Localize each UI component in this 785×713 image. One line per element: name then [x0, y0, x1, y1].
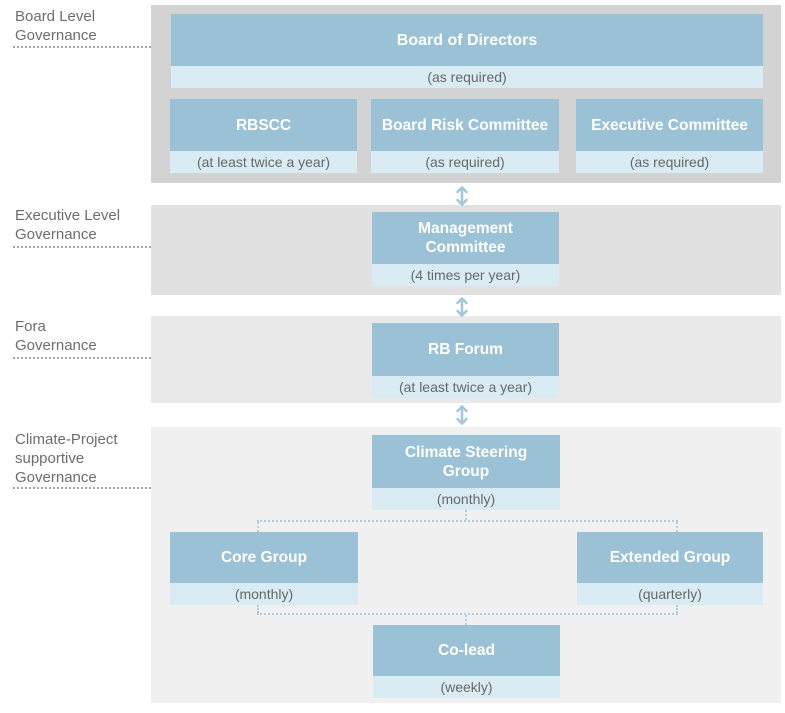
box-frequency: (as required) — [371, 151, 559, 173]
box-title: Executive Committee — [576, 99, 763, 151]
dotted-connector-stub — [465, 615, 467, 625]
box-frequency: (at least twice a year) — [170, 151, 357, 173]
box-frequency: (quarterly) — [577, 583, 763, 605]
box-title: Core Group — [170, 532, 358, 583]
side-label-fora: Fora Governance — [15, 318, 97, 354]
dotted-connector-stub — [465, 510, 467, 520]
box-title: Climate Steering Group — [372, 435, 560, 488]
bidirectional-arrow-icon — [453, 404, 471, 426]
box-board-risk-committee: Board Risk Committee (as required) — [371, 99, 559, 173]
box-frequency: (monthly) — [372, 488, 560, 510]
box-title: RBSCC — [170, 99, 357, 151]
box-co-lead: Co-lead (weekly) — [373, 625, 560, 698]
side-label-climate-project: Climate-Project supportive Governance — [15, 431, 118, 486]
bidirectional-arrow-icon — [453, 185, 471, 207]
bidirectional-arrow-icon — [453, 296, 471, 318]
dotted-connector-line — [257, 613, 678, 615]
label-underline — [13, 246, 151, 248]
box-title: RB Forum — [372, 323, 559, 376]
dotted-connector-line — [257, 520, 678, 522]
box-frequency: (weekly) — [373, 676, 560, 698]
box-extended-group: Extended Group (quarterly) — [577, 532, 763, 605]
box-core-group: Core Group (monthly) — [170, 532, 358, 605]
dotted-connector-stub — [676, 605, 678, 613]
label-underline — [13, 46, 151, 48]
label-underline — [13, 487, 151, 489]
box-rbscc: RBSCC (at least twice a year) — [170, 99, 357, 173]
box-frequency: (4 times per year) — [372, 264, 559, 286]
box-rb-forum: RB Forum (at least twice a year) — [372, 323, 559, 398]
box-frequency: (as required) — [171, 66, 763, 88]
box-frequency: (at least twice a year) — [372, 376, 559, 398]
box-title: Board of Directors — [171, 14, 763, 66]
dotted-connector-stub — [257, 605, 259, 613]
dotted-connector-stub — [676, 522, 678, 532]
box-frequency: (monthly) — [170, 583, 358, 605]
side-label-executive-level: Executive Level Governance — [15, 207, 121, 243]
side-label-board-level: Board Level Governance — [15, 8, 97, 44]
box-climate-steering-group: Climate Steering Group (monthly) — [372, 435, 560, 510]
dotted-connector-stub — [257, 522, 259, 532]
box-title: Co-lead — [373, 625, 560, 676]
label-underline — [13, 357, 151, 359]
box-management-committee: Management Committee (4 times per year) — [372, 212, 559, 286]
box-title: Extended Group — [577, 532, 763, 583]
box-executive-committee: Executive Committee (as required) — [576, 99, 763, 173]
box-title: Board Risk Committee — [371, 99, 559, 151]
box-title: Management Committee — [372, 212, 559, 264]
box-frequency: (as required) — [576, 151, 763, 173]
box-board-of-directors: Board of Directors (as required) — [171, 14, 763, 88]
